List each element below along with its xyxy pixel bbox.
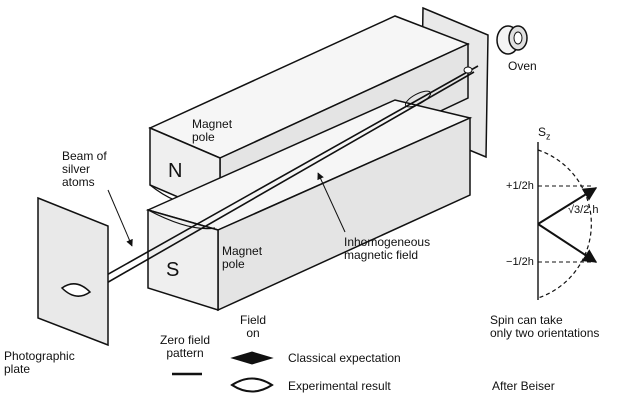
label-pointers <box>107 172 346 247</box>
magnet-pole-south <box>145 99 473 312</box>
spin-axis-label: Sz <box>538 126 551 143</box>
plate-line1: Photographic <box>4 349 75 363</box>
plate-line2: plate <box>4 362 31 376</box>
experimental-label: Experimental result <box>288 380 391 393</box>
field-line1: Inhomogeneous <box>344 235 431 249</box>
zero-field-line2: pattern <box>166 346 204 360</box>
magnet-pole-bottom-line2: pole <box>222 257 245 271</box>
minus-h: h <box>527 256 534 268</box>
classical-text: Classical expectation <box>288 351 401 365</box>
spin-caption-line2: only two orientations <box>490 326 600 340</box>
spin-axis-sub: z <box>546 131 551 142</box>
pole-n-text: N <box>168 160 183 182</box>
plus-sign: + <box>506 180 513 192</box>
pole-s-text: S <box>166 259 180 281</box>
credit-text: After Beiser <box>492 379 555 393</box>
minus-sign: − <box>506 256 513 268</box>
magnet-pole-bottom-label: Magnet pole <box>222 245 262 271</box>
magnet-pole-top-line1: Magnet <box>192 117 233 131</box>
field-line2: magnetic field <box>344 248 419 262</box>
spin-axis-text: S <box>538 125 547 139</box>
credit-label: After Beiser <box>492 380 555 393</box>
beam-line1: Beam of <box>62 149 107 163</box>
plate-label: Photographic plate <box>4 350 75 376</box>
field-on-label: Field on <box>240 314 266 340</box>
spin-caption-line1: Spin can take <box>490 313 563 327</box>
minus-half-label: −1/2h <box>506 256 534 269</box>
oven-text: Oven <box>508 59 537 73</box>
atom-beam <box>79 65 479 297</box>
pole-n-label: N <box>168 161 182 181</box>
magnet-pole-bottom-line1: Magnet <box>222 244 263 258</box>
zero-field-label: Zero field pattern <box>160 334 210 360</box>
pole-s-label: S <box>166 260 179 280</box>
oven-label: Oven <box>508 60 537 73</box>
beam-label: Beam of silver atoms <box>62 150 107 189</box>
plus-frac: 1/2 <box>512 180 528 192</box>
legend-symbols <box>172 351 274 393</box>
minus-frac: 1/2 <box>512 256 528 268</box>
field-label: Inhomogeneous magnetic field <box>344 236 430 262</box>
field-on-line1: Field <box>240 313 267 327</box>
zero-field-line1: Zero field <box>160 333 211 347</box>
spin-mag-num: √3 <box>568 204 581 216</box>
spin-mag-den: 2 <box>583 204 590 216</box>
plus-half-label: +1/2h <box>506 180 534 193</box>
spin-diagram <box>537 142 598 300</box>
magnet-pole-top-label: Magnet pole <box>192 118 232 144</box>
magnet-pole-top-line2: pole <box>192 130 215 144</box>
field-on-line2: on <box>246 326 260 340</box>
beam-line2: silver <box>62 162 91 176</box>
oven-icon <box>496 25 528 55</box>
classical-label: Classical expectation <box>288 352 401 365</box>
plus-h: h <box>527 180 534 192</box>
beam-line3: atoms <box>62 175 95 189</box>
spin-caption: Spin can take only two orientations <box>490 314 599 340</box>
experimental-text: Experimental result <box>288 379 391 393</box>
photographic-plate <box>37 196 109 347</box>
spin-mag-h: h <box>592 204 599 216</box>
spin-magnitude-label: √3/2 h <box>568 204 599 216</box>
